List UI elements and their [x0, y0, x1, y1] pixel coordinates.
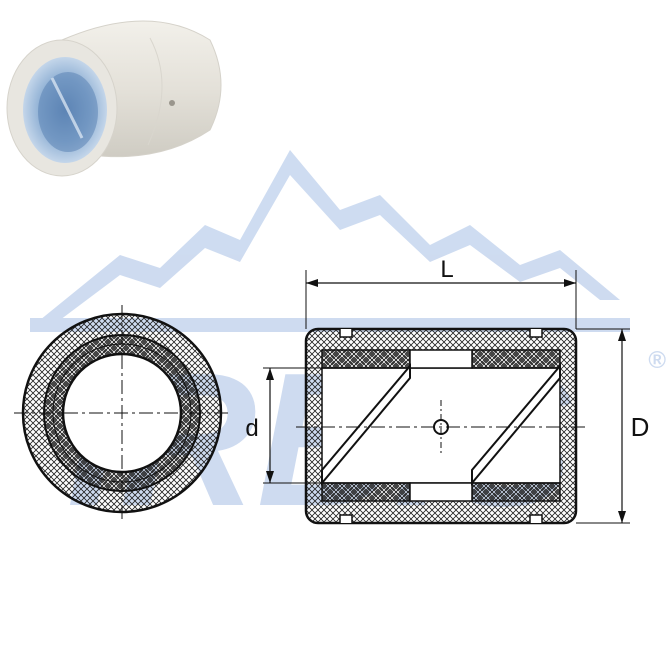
outer-diameter-dimension: D: [576, 328, 650, 524]
inner-diameter-label: d: [245, 415, 258, 442]
outer-diameter-label: D: [631, 412, 650, 442]
length-label: L: [440, 256, 453, 283]
slot-right: [471, 363, 561, 486]
liner-top-right: [471, 349, 561, 369]
longitudinal-section-view: [296, 327, 588, 525]
center-gap-bottom: [409, 482, 473, 502]
slot-left: [321, 363, 411, 486]
end-view-section: [14, 305, 232, 522]
liner-top-left: [321, 349, 411, 369]
liner-bottom-left: [321, 482, 411, 502]
length-dimension: L: [305, 256, 577, 329]
liner-bottom-right: [471, 482, 561, 502]
inner-diameter-dimension: d: [245, 367, 322, 484]
mountain-shape: [40, 150, 620, 320]
bushing-photo: [6, 20, 222, 177]
center-gap-top: [409, 349, 473, 369]
registered-mark: ®: [648, 347, 666, 374]
